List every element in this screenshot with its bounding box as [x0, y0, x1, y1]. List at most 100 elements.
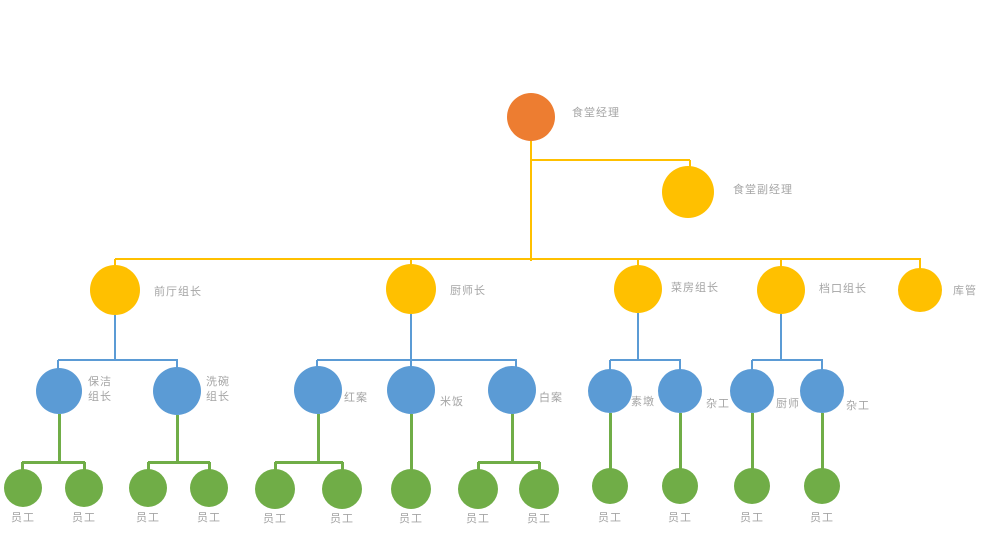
connector-green-30	[148, 460, 210, 464]
connector-blue-20	[679, 360, 681, 370]
node-rice[interactable]	[387, 366, 435, 414]
label-veg-room-leader: 菜房组长	[671, 282, 719, 294]
node-employee-11[interactable]	[662, 468, 698, 504]
label-white-case: 白案	[539, 392, 563, 404]
node-dishwashing-leader[interactable]	[153, 367, 201, 415]
connector-gold-5	[410, 259, 412, 265]
connector-gold-0	[530, 141, 532, 261]
label-laborer-b: 杂工	[846, 400, 870, 412]
node-employee-12[interactable]	[734, 468, 770, 504]
label-employee-6: 员工	[330, 513, 354, 525]
connector-green-37	[409, 414, 413, 470]
node-employee-4[interactable]	[190, 469, 228, 507]
connector-blue-13	[410, 314, 412, 367]
node-employee-6[interactable]	[322, 469, 362, 509]
connector-gold-1	[531, 159, 690, 161]
node-head-chef[interactable]	[386, 264, 436, 314]
connector-green-44	[750, 413, 754, 469]
label-canteen-manager: 食堂经理	[572, 107, 620, 119]
label-dishwashing-leader: 洗碗 组长	[206, 376, 230, 403]
connector-green-40	[476, 462, 480, 470]
node-cleaning-leader[interactable]	[36, 368, 82, 414]
node-employee-5[interactable]	[255, 469, 295, 509]
node-front-hall-leader[interactable]	[90, 265, 140, 315]
connector-blue-18	[610, 359, 681, 361]
node-storekeeper[interactable]	[898, 268, 942, 312]
connector-green-25	[57, 414, 61, 463]
connector-green-38	[510, 414, 514, 463]
connector-blue-10	[58, 359, 178, 361]
connector-gold-7	[780, 259, 782, 267]
connector-green-28	[82, 462, 86, 470]
connector-blue-12	[176, 360, 178, 368]
node-deputy-manager[interactable]	[662, 166, 714, 218]
connector-blue-14	[317, 359, 517, 361]
node-employee-8[interactable]	[458, 469, 498, 509]
connector-blue-21	[780, 314, 782, 361]
label-cook: 厨师	[776, 398, 800, 410]
connector-green-42	[608, 413, 612, 469]
connector-green-32	[207, 462, 211, 470]
label-employee-1: 员工	[11, 512, 35, 524]
connector-blue-16	[515, 360, 517, 367]
label-red-case: 红案	[344, 392, 368, 404]
connector-blue-15	[316, 360, 318, 367]
node-white-case[interactable]	[488, 366, 536, 414]
connector-blue-19	[609, 360, 611, 370]
connector-green-45	[820, 413, 824, 469]
connector-gold-6	[637, 259, 639, 266]
node-laborer-a[interactable]	[658, 369, 702, 413]
connector-blue-11	[57, 360, 59, 369]
label-head-chef: 厨师长	[450, 285, 486, 297]
connector-gold-2	[689, 160, 691, 167]
label-employee-2: 员工	[72, 512, 96, 524]
label-cleaning-leader: 保洁 组长	[88, 376, 112, 403]
label-employee-3: 员工	[136, 512, 160, 524]
connector-blue-23	[751, 360, 753, 370]
connector-green-34	[275, 460, 343, 464]
connector-green-26	[22, 460, 85, 464]
connector-gold-4	[114, 259, 116, 266]
connector-blue-9	[114, 315, 116, 361]
node-employee-10[interactable]	[592, 468, 628, 504]
label-employee-8: 员工	[466, 513, 490, 525]
node-employee-9[interactable]	[519, 469, 559, 509]
label-storekeeper: 库管	[953, 285, 977, 297]
label-deputy-manager: 食堂副经理	[733, 184, 793, 196]
label-front-hall-leader: 前厅组长	[154, 286, 202, 298]
connector-green-36	[340, 462, 344, 470]
connector-green-35	[273, 462, 277, 470]
connector-green-33	[316, 414, 320, 463]
node-cook[interactable]	[730, 369, 774, 413]
label-employee-9: 员工	[527, 513, 551, 525]
node-stall-leader[interactable]	[757, 266, 805, 314]
label-employee-11: 员工	[668, 512, 692, 524]
connector-green-43	[678, 413, 682, 469]
node-veg-chopping[interactable]	[588, 369, 632, 413]
node-laborer-b[interactable]	[800, 369, 844, 413]
connector-blue-24	[821, 360, 823, 370]
node-employee-7[interactable]	[391, 469, 431, 509]
connector-gold-8	[919, 259, 921, 269]
label-employee-5: 员工	[263, 513, 287, 525]
label-employee-13: 员工	[810, 512, 834, 524]
connector-gold-3	[115, 258, 921, 260]
connector-green-39	[478, 460, 540, 464]
label-employee-7: 员工	[399, 513, 423, 525]
label-veg-chopping: 素墩	[631, 396, 655, 408]
label-employee-4: 员工	[197, 512, 221, 524]
node-employee-2[interactable]	[65, 469, 103, 507]
node-employee-3[interactable]	[129, 469, 167, 507]
label-stall-leader: 档口组长	[819, 283, 867, 295]
connector-blue-17	[637, 313, 639, 361]
label-laborer-a: 杂工	[706, 398, 730, 410]
node-employee-13[interactable]	[804, 468, 840, 504]
connector-green-29	[175, 415, 179, 463]
node-canteen-manager[interactable]	[507, 93, 555, 141]
connector-green-27	[20, 462, 24, 470]
node-veg-room-leader[interactable]	[614, 265, 662, 313]
label-rice: 米饭	[440, 396, 464, 408]
node-employee-1[interactable]	[4, 469, 42, 507]
node-red-case[interactable]	[294, 366, 342, 414]
